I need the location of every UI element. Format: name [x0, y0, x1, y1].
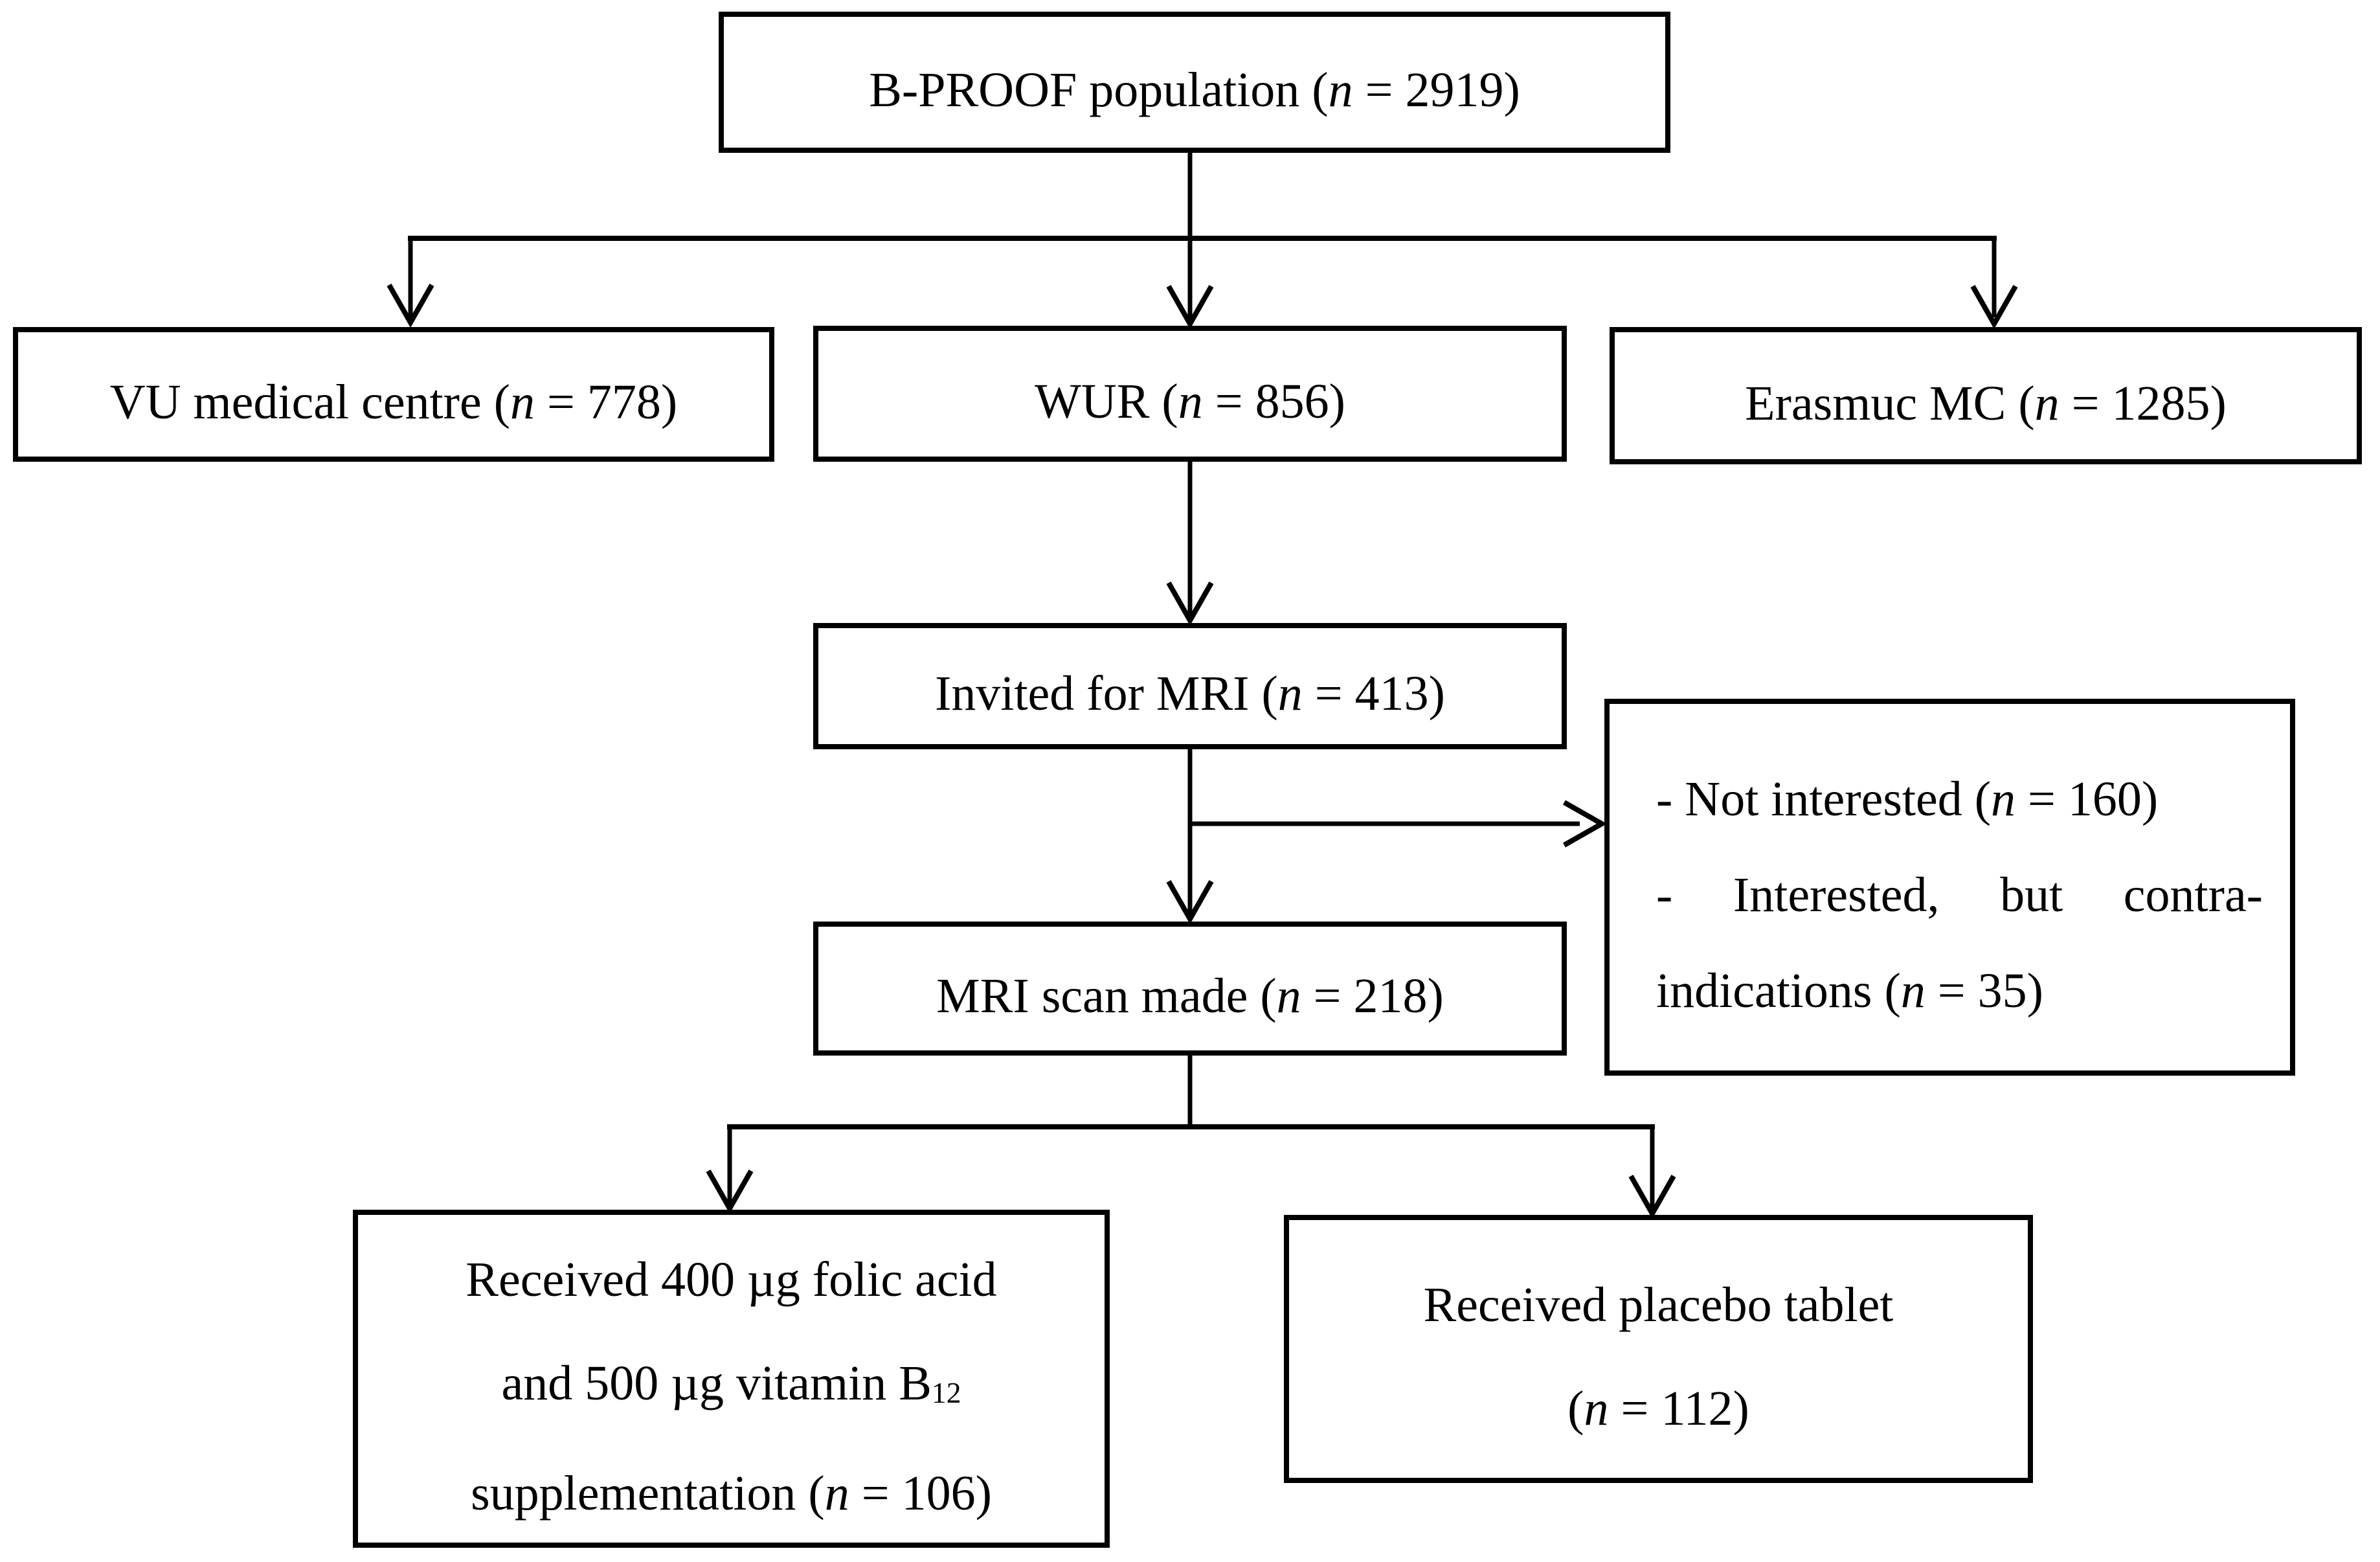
box-wur-label: WUR (n = 856) — [1035, 374, 1345, 429]
box-erasmus-mc: Erasmuc MC (n = 1285) — [1610, 327, 2362, 464]
box-mri-scan-made: MRI scan made (n = 218) — [813, 922, 1567, 1056]
placebo-line-1: Received placebo tablet — [1423, 1278, 1894, 1332]
box-placebo-group: Received placebo tablet (n = 112) — [1284, 1215, 2033, 1483]
box-erasmus-label: Erasmuc MC (n = 1285) — [1745, 376, 2227, 431]
box-vu-label: VU medical centre (n = 778) — [109, 374, 678, 429]
exclusion-line-contra-2: indications (n = 35) — [1656, 964, 2043, 1018]
exclusion-line-not-interested: - Not interested (n = 160) — [1656, 772, 2159, 826]
box-wur: WUR (n = 856) — [813, 326, 1567, 462]
box-vu-medical-centre: VU medical centre (n = 778) — [13, 327, 774, 462]
arrowhead-to-vu — [387, 284, 434, 328]
arrowhead-to-exclusions — [1563, 800, 1608, 848]
folic-line-1: Received 400 µg folic acid — [466, 1252, 997, 1307]
box-folic-acid-group: Received 400 µg folic acid and 500 µg vi… — [353, 1210, 1110, 1548]
arrowhead-to-mri — [1166, 880, 1214, 925]
arrowhead-to-placebo — [1628, 1175, 1676, 1219]
arrowhead-to-invited — [1166, 582, 1214, 626]
arrowhead-to-erasmus — [1970, 285, 2018, 330]
box-invited-for-mri: Invited for MRI (n = 413) — [813, 623, 1567, 749]
exclusion-line-contra-1: - Interested, but contra- — [1656, 868, 2263, 922]
folic-line-2: and 500 µg vitamin B12 — [501, 1356, 961, 1410]
placebo-line-2: (n = 112) — [1567, 1381, 1749, 1436]
box-mri-label: MRI scan made (n = 218) — [936, 969, 1444, 1023]
box-invited-label: Invited for MRI (n = 413) — [935, 666, 1445, 721]
box-population-label: B-PROOF population (n = 2919) — [869, 62, 1520, 117]
box-exclusions: - Not interested (n = 160) - Interested,… — [1604, 699, 2295, 1076]
folic-line-3: supplementation (n = 106) — [471, 1466, 992, 1521]
arrowhead-to-folic — [706, 1170, 754, 1214]
box-population: B-PROOF population (n = 2919) — [719, 12, 1670, 153]
arrowhead-to-wur — [1166, 285, 1214, 330]
